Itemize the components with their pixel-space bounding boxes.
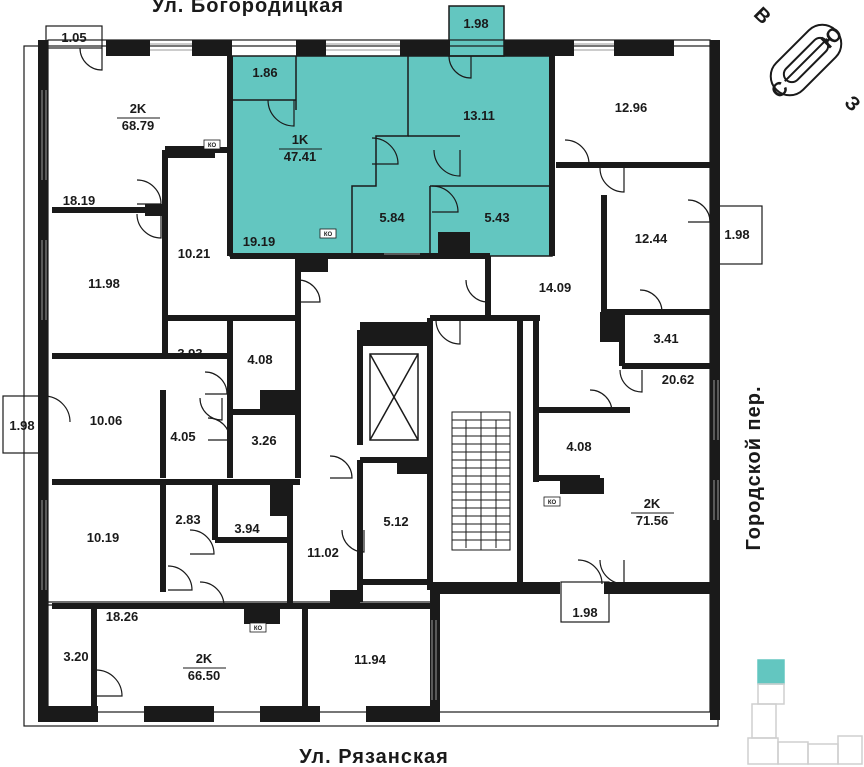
room-area: 12.96 [615, 100, 648, 115]
room-area: 4.08 [566, 439, 591, 454]
room-area: 10.06 [90, 413, 123, 428]
windows [41, 43, 719, 700]
room-area: 14.09 [539, 280, 572, 295]
doors [43, 47, 711, 697]
elevator-shaft [369, 353, 419, 441]
room-area: 3.93 [177, 346, 202, 361]
room-area: 1.86 [252, 65, 277, 80]
compass-south: Ю [817, 23, 847, 53]
room-area: 5.12 [383, 514, 408, 529]
ko-label: КО [208, 143, 217, 149]
room-area: 13.11 [463, 108, 495, 123]
room-area: 18.19 [63, 193, 96, 208]
apartment-type: 1K [292, 132, 309, 147]
room-area: 12.44 [635, 231, 668, 246]
room-area: 3.94 [234, 521, 260, 536]
room-area: 4.05 [170, 429, 195, 444]
exterior-walls [38, 40, 720, 722]
room-area: 10.19 [87, 530, 120, 545]
apartment-type: 2K [130, 101, 147, 116]
room-area: 3.41 [653, 331, 678, 346]
room-area: 11.94 [354, 652, 387, 667]
room-area: 18.26 [106, 609, 139, 624]
room-area: 19.19 [243, 234, 276, 249]
apartment-area: 71.56 [636, 513, 669, 528]
apartment-type: 2K [644, 496, 661, 511]
room-area: 1.98 [9, 418, 34, 433]
compass-west: З [840, 92, 864, 116]
room-area: 5.84 [379, 210, 405, 225]
room-area: 2.83 [175, 512, 200, 527]
apartment-area: 66.50 [188, 668, 221, 683]
room-area: 11.98 [88, 276, 120, 291]
room-area: 10.21 [178, 246, 211, 261]
room-area: 20.62 [662, 372, 695, 387]
apartment-area: 47.41 [284, 149, 317, 164]
room-area: 1.05 [61, 30, 86, 45]
apartment-type: 2K [196, 651, 213, 666]
room-area: 1.98 [572, 605, 597, 620]
key-plan-icon [747, 659, 863, 765]
apartment-labels: 2K 68.79 1K 47.41 2K 71.56 2K 66.50 [117, 101, 674, 683]
ko-label: КО [548, 500, 557, 506]
room-area: 5.43 [484, 210, 509, 225]
ko-label: КО [324, 232, 333, 238]
compass-east: В [749, 3, 775, 29]
apartment-area: 68.79 [122, 118, 155, 133]
room-area: 1.98 [724, 227, 749, 242]
compass-icon: В Ю С З [749, 3, 864, 116]
street-top: Ул. Богородицкая [152, 0, 344, 17]
ko-markers: КО КО КО КО [203, 139, 561, 633]
room-area: 1.98 [463, 16, 488, 31]
wall-blocks [145, 146, 624, 624]
ko-label: КО [254, 626, 263, 632]
street-bottom: Ул. Рязанская [299, 746, 449, 767]
room-area: 3.26 [251, 433, 276, 448]
staircase [451, 411, 511, 551]
room-area: 4.08 [247, 352, 272, 367]
room-area: 3.20 [63, 649, 88, 664]
room-area: 11.02 [307, 545, 339, 560]
room-labels: 1.05 1.98 1.86 13.11 12.96 18.19 19.19 5… [9, 16, 749, 667]
street-right: Городской пер. [743, 385, 765, 550]
